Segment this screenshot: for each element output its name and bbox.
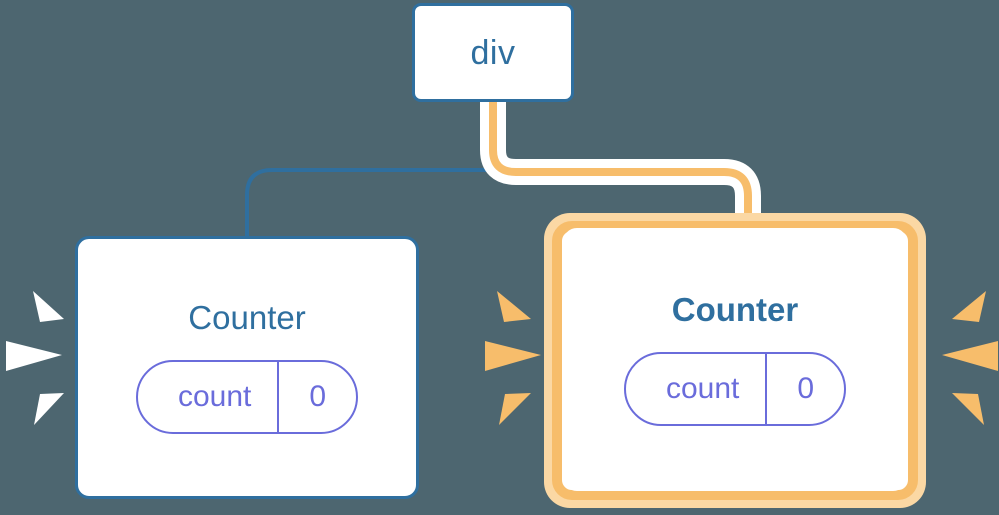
node-div-label: div [470,33,516,72]
node-counter-left[interactable]: Counter count 0 [75,236,419,499]
node-counter-left-title: Counter [188,299,306,336]
node-counter-right-title: Counter [671,291,799,328]
node-counter-right[interactable]: Counter count 0 [563,228,907,491]
state-pill-counter-right: count 0 [623,352,847,426]
state-value: 0 [277,362,356,432]
state-pill-counter-left: count 0 [135,360,359,434]
connector-div-to-counter-left [245,102,495,238]
state-key: count [665,372,740,405]
node-div[interactable]: div [412,3,574,102]
state-key: count [177,380,252,413]
state-value: 0 [765,354,844,424]
connector-div-to-counter-right [489,102,752,240]
